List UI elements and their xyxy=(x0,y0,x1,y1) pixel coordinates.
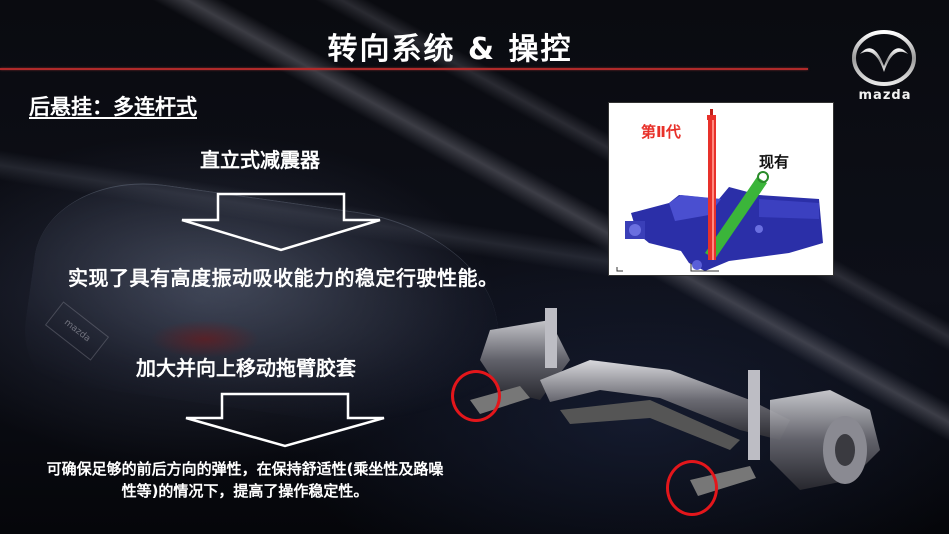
label-second-generation: 第Ⅱ代 xyxy=(641,123,681,141)
shock-absorber-comparison-diagram: 第Ⅱ代 现有 xyxy=(608,102,834,276)
feature-result-comfort: 可确保足够的前后方向的弹性，在保持舒适性(乘坐性及路噪 性等)的情况下，提高了操… xyxy=(30,458,460,502)
feature-result-stability: 实现了具有高度振动吸收能力的稳定行驶性能。 xyxy=(68,266,499,290)
feature-label-trailing-arm-bushing: 加大并向上移动拖臂胶套 xyxy=(136,356,356,380)
highlight-circle-right-bushing xyxy=(666,460,718,516)
mazda-wordmark: mazda xyxy=(858,88,912,103)
slide-title: 转向系统 & 操控 xyxy=(327,32,573,67)
section-subtitle: 后悬挂：多连杆式 xyxy=(29,95,197,119)
car-taillight xyxy=(150,320,260,358)
feature-label-shock-absorber: 直立式减震器 xyxy=(200,148,320,172)
label-current: 现有 xyxy=(759,153,790,171)
down-arrow-icon xyxy=(178,192,384,258)
highlight-circle-left-bushing xyxy=(451,370,501,422)
down-arrow-icon xyxy=(182,392,388,454)
title-divider xyxy=(0,68,808,70)
mazda-logo-icon xyxy=(848,28,920,100)
result-line: 性等)的情况下，提高了操作稳定性。 xyxy=(121,482,369,500)
result-line: 可确保足够的前后方向的弹性，在保持舒适性(乘坐性及路噪 xyxy=(46,460,444,478)
